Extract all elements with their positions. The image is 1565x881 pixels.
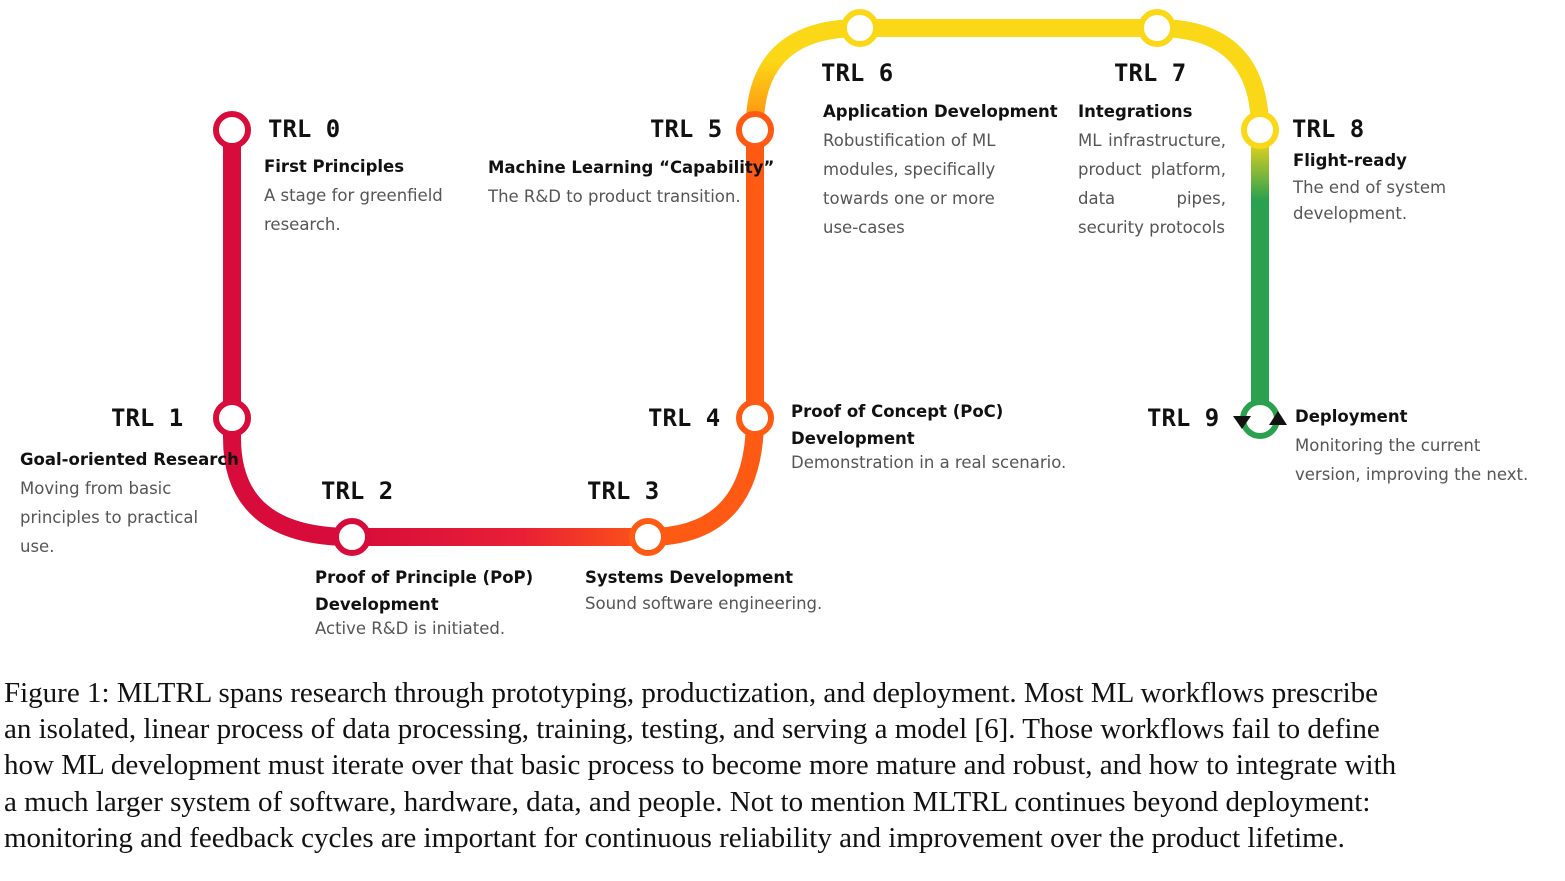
trl1-info: Goal-oriented Research Moving from basic…: [20, 445, 239, 561]
trl1-title: Goal-oriented Research: [20, 450, 239, 469]
station-trl4: [736, 399, 774, 437]
station-trl3: [629, 518, 667, 556]
trl7-desc-line: ML infrastructure,: [1078, 131, 1226, 150]
trl9-title: Deployment: [1295, 407, 1408, 426]
trl9-label: TRL 9: [1147, 404, 1220, 432]
trl5-desc-line: The R&D to product transition.: [488, 187, 741, 206]
trl6-desc-line: towards one or more: [823, 189, 995, 208]
trl2-title-line: Development: [315, 595, 439, 614]
trl0-desc-line: research.: [264, 215, 341, 234]
trl6-title: Application Development: [823, 102, 1058, 121]
trl8-desc-line: The end of system development.: [1293, 178, 1447, 223]
figure-caption: Figure 1: MLTRL spans research through p…: [4, 675, 1564, 856]
trl0-desc-line: A stage for greenfield: [264, 186, 443, 205]
station-trl8: [1241, 111, 1279, 149]
trl8-title: Flight-ready: [1293, 151, 1407, 170]
trl4-title-line: Development: [791, 429, 915, 448]
trl1-desc-line: principles to practical: [20, 508, 199, 527]
trl4-info: Proof of Concept (PoC) Development Demon…: [791, 397, 1066, 474]
trl1-label: TRL 1: [111, 404, 184, 432]
trl6-desc-line: modules, specifically: [823, 160, 996, 179]
track-segment-trl7-trl8: [1156, 19, 1269, 131]
station-trl2: [333, 518, 371, 556]
caption-line: a much larger system of software, hardwa…: [4, 785, 1371, 818]
trl6-label: TRL 6: [821, 59, 894, 87]
trl2-title-line: Proof of Principle (PoP): [315, 568, 534, 587]
trl6-info: Application Development Robustification …: [823, 97, 1058, 242]
track-segment-trl1-trl2: [223, 418, 353, 546]
feedback-arrow-down-icon: [1233, 416, 1251, 429]
trl-roadmap-diagram: [213, 9, 1287, 556]
station-trl6: [841, 9, 879, 47]
trl7-label: TRL 7: [1114, 59, 1187, 87]
trl6-desc-line: use-cases: [823, 218, 905, 237]
track-segment-trl3-trl4: [647, 417, 764, 546]
track-segment-trl5-trl6: [746, 19, 861, 130]
trl3-label: TRL 3: [587, 477, 660, 505]
caption-line: monitoring and feedback cycles are impor…: [4, 821, 1345, 854]
trl9-desc-line: version, improving the next.: [1295, 465, 1529, 484]
trl9-info: Deployment Monitoring the current versio…: [1295, 402, 1528, 489]
station-trl0: [213, 111, 251, 149]
trl7-info: Integrations ML infrastructure, product …: [1078, 97, 1226, 242]
trl7-desc-line: product platform,: [1078, 160, 1226, 179]
trl4-label: TRL 4: [648, 404, 721, 432]
caption-line: how ML development must iterate over tha…: [4, 749, 1397, 782]
trl7-desc-line: data pipes,: [1078, 189, 1226, 208]
trl2-info: Proof of Principle (PoP) Development Act…: [315, 563, 533, 641]
trl0-info: First Principles A stage for greenfield …: [264, 152, 443, 239]
trl0-label: TRL 0: [268, 115, 341, 143]
feedback-arrow-up-icon: [1269, 411, 1287, 425]
trl4-title-line: Proof of Concept (PoC): [791, 402, 1004, 421]
trl2-label: TRL 2: [321, 477, 394, 505]
trl3-title: Systems Development: [585, 568, 793, 587]
trl8-label: TRL 8: [1292, 115, 1365, 143]
caption-line: Figure 1: MLTRL spans research through p…: [4, 677, 1379, 709]
station-trl1: [213, 399, 251, 437]
trl5-info: Machine Learning “Capability” The R&D to…: [488, 153, 774, 211]
trl2-desc-line: Active R&D is initiated.: [315, 619, 506, 638]
station-trl5: [736, 111, 774, 149]
trl8-info: Flight-ready The end of system developme…: [1293, 146, 1565, 227]
trl1-desc-line: Moving from basic: [20, 479, 172, 498]
caption-line: an isolated, linear process of data proc…: [4, 713, 1380, 746]
trl0-title: First Principles: [264, 157, 405, 176]
trl9-desc-line: Monitoring the current: [1295, 436, 1481, 455]
trl3-desc-line: Sound software engineering.: [585, 594, 823, 613]
trl5-title: Machine Learning “Capability”: [488, 158, 775, 177]
trl4-desc-line: Demonstration in a real scenario.: [791, 453, 1067, 472]
station-trl7: [1138, 9, 1176, 47]
trl1-desc-line: use.: [20, 537, 55, 556]
trl3-info: Systems Development Sound software engin…: [585, 563, 822, 616]
trl7-desc-line: security protocols: [1078, 218, 1226, 237]
trl6-desc-line: Robustification of ML: [823, 131, 996, 150]
trl7-title: Integrations: [1078, 102, 1193, 121]
trl5-label: TRL 5: [650, 115, 723, 143]
